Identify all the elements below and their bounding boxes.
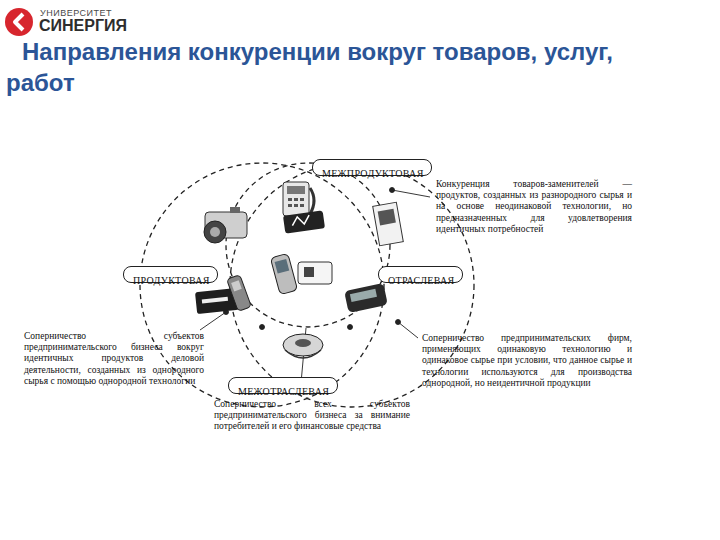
description-note: Конкуренция товаров-заменителей — продук… bbox=[436, 179, 632, 235]
description-note: Соперничество субъектов предпринимательс… bbox=[24, 331, 204, 387]
category-label: МЕЖОТРАСЛЕВАЯ bbox=[238, 386, 329, 397]
category-box: ПРОДУКТОВАЯ bbox=[123, 266, 218, 283]
category-label: ПРОДУКТОВАЯ bbox=[133, 275, 210, 286]
slide-title: Направления конкуренции вокруг товаров, … bbox=[6, 36, 626, 98]
logo-caption: УНИВЕРСИТЕТ bbox=[40, 8, 112, 18]
category-box: МЕЖОТРАСЛЕВАЯ bbox=[228, 377, 338, 394]
category-label: МЕЖПРОДУКТОВАЯ bbox=[322, 168, 424, 179]
category-box: МЕЖПРОДУКТОВАЯ bbox=[312, 159, 432, 176]
logo-name: СИНЕРГИЯ bbox=[39, 17, 127, 35]
category-box: ОТРАСЛЕВАЯ bbox=[378, 266, 463, 283]
description-note: Соперничество предпринимательских фирм, … bbox=[422, 333, 632, 389]
description-note: Соперничество всех субъектов предпринима… bbox=[214, 399, 410, 433]
category-label: ОТРАСЛЕВАЯ bbox=[388, 275, 455, 286]
